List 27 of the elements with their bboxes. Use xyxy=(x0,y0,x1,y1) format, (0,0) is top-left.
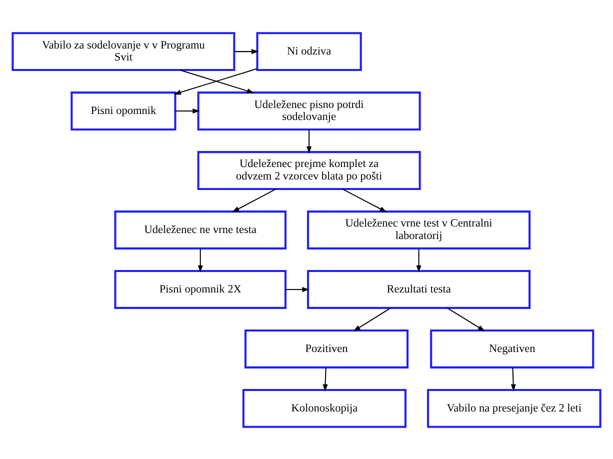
node-box: Pisni opomnik xyxy=(70,91,176,130)
arrow xyxy=(416,248,422,272)
node-box: Vabilo na presejanje čez 2 leti xyxy=(427,388,602,428)
node-box: Udeleženec ne vrne testa xyxy=(114,210,286,249)
node-box: Udeleženec pisno potrdi sodelovanje xyxy=(197,91,421,130)
node-box: Rezultati testa xyxy=(307,270,531,308)
arrow xyxy=(174,68,258,94)
arrow xyxy=(510,367,516,392)
node-box: Negativen xyxy=(430,328,594,368)
node-box: Ni odziva xyxy=(256,32,362,71)
node-box: Udeleženec vrne test v Centralni laboratorij xyxy=(307,210,531,249)
node-box: Kolonoskopija xyxy=(242,388,406,428)
node-box: Pisni opomnik 2X xyxy=(114,270,286,308)
arrow xyxy=(322,367,328,392)
arrow xyxy=(353,307,391,331)
arrow xyxy=(447,307,486,331)
arrow xyxy=(286,286,310,292)
node-box: Udeleženec prejme komplet za odvzem 2 vzorcev blata po pošti xyxy=(197,150,421,190)
arrow xyxy=(306,129,312,154)
node-box: Pozitiven xyxy=(244,328,409,368)
arrow xyxy=(234,48,259,54)
arrow xyxy=(232,188,276,212)
arrow xyxy=(175,108,200,114)
node-box: Vabilo za sodelovanje v v Programu Svit xyxy=(12,32,236,71)
arrow xyxy=(198,248,203,272)
arrow xyxy=(180,69,254,93)
arrow xyxy=(342,188,387,212)
